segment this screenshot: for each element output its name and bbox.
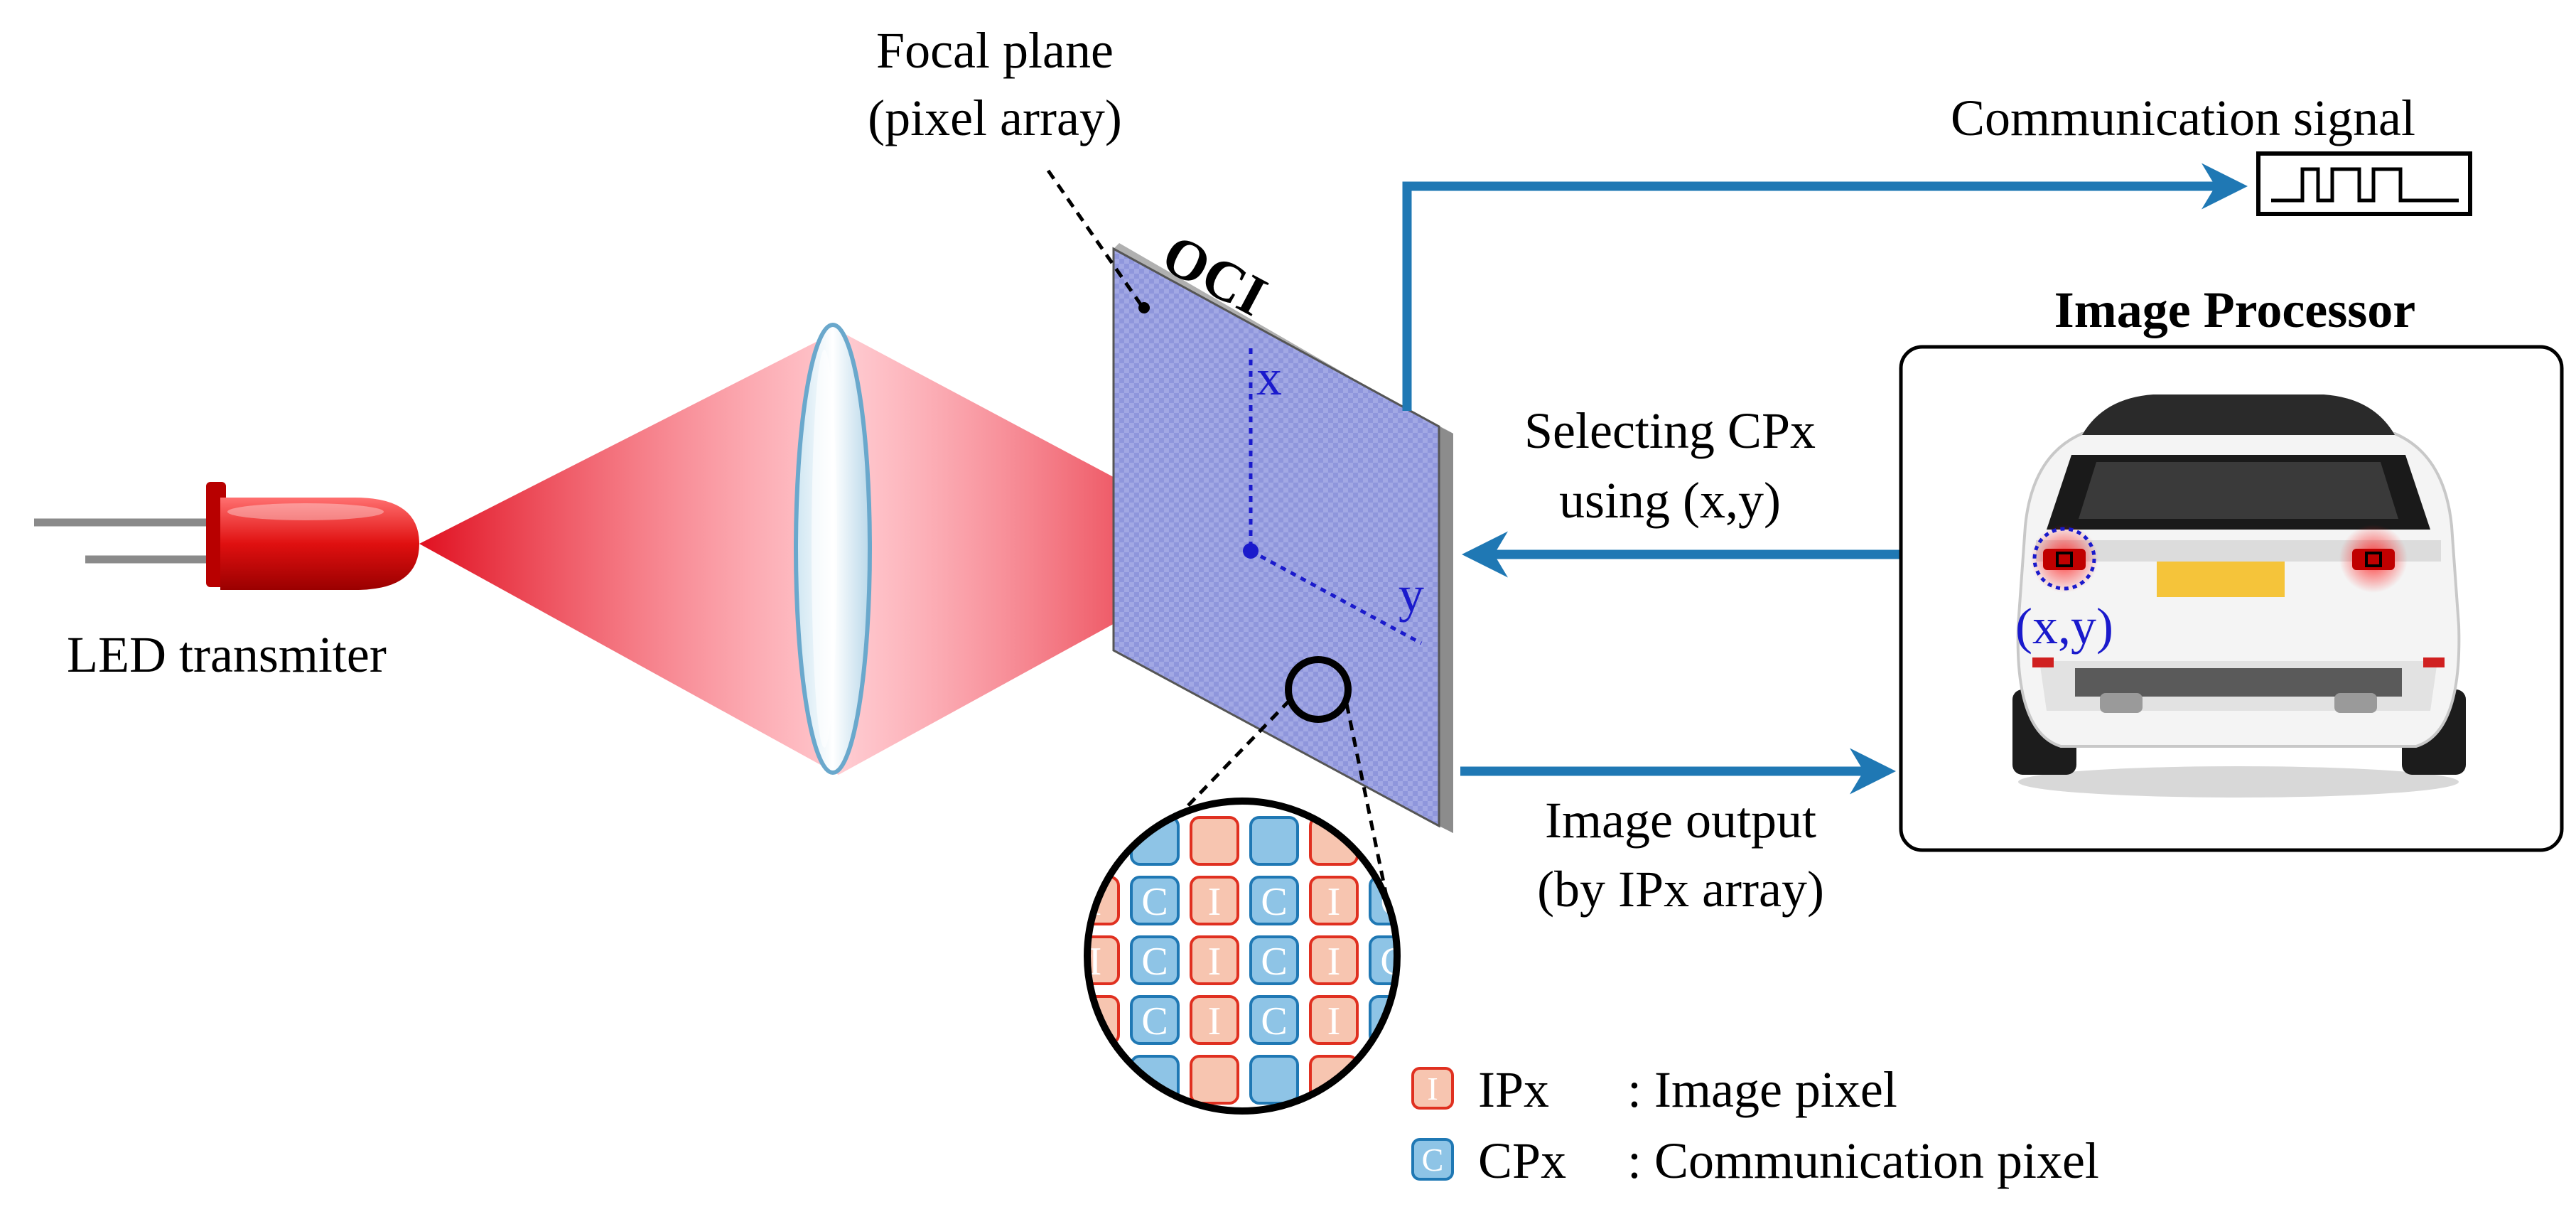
cpx-cell-glyph: C (1141, 940, 1168, 984)
communication-signal-label: Communication signal (1951, 90, 2415, 146)
led-icon (34, 482, 419, 590)
selected-cpx-circle (2032, 527, 2096, 591)
ipx-cell (1087, 935, 1120, 985)
ipx-cell (1309, 935, 1359, 985)
cpx-cell (1249, 935, 1299, 985)
focal-plane-label-line1: Focal plane (876, 22, 1114, 79)
cpx-cell (1130, 995, 1180, 1045)
cpx-cell (1249, 1055, 1299, 1105)
magnifier-circle-icon: ICICICICICICICICIC (1072, 798, 1417, 1163)
magnify-leader-left (1093, 699, 1291, 904)
cpx-cell (1249, 876, 1299, 925)
legend-cpx-desc: : Communication pixel (1627, 1132, 2099, 1189)
legend-cpx-symbol: C (1422, 1142, 1444, 1178)
cpx-cell-glyph: C (1141, 880, 1168, 924)
ipx-cell-glyph: I (1327, 880, 1341, 924)
cpx-cell-glyph: C (1261, 880, 1287, 924)
led-transmitter-label: LED transmiter (67, 626, 387, 683)
cpx-cell-glyph: C (1261, 999, 1287, 1043)
cpx-cell (1130, 876, 1180, 925)
ipx-cell (1191, 1116, 1238, 1163)
communication-arrow (1402, 163, 2248, 411)
focal-plane-dot (1138, 302, 1150, 313)
focal-plane-leader (1046, 169, 1143, 306)
cpx-cell-glyph: C (1141, 999, 1168, 1043)
magnify-source-circle (1285, 656, 1352, 723)
magnify-leader-right (1344, 703, 1391, 911)
image-output-label-line1: Image output (1545, 792, 1816, 849)
square-wave-icon (2256, 151, 2472, 216)
ipx-cell (1190, 995, 1239, 1045)
legend: I IPx : Image pixel C CPx : Communicatio… (1411, 1061, 2099, 1189)
legend-item-ipx: I IPx : Image pixel (1411, 1061, 1897, 1118)
ipx-cell (1310, 1116, 1357, 1163)
lens-icon (794, 323, 872, 775)
cpx-cell (1370, 1116, 1417, 1163)
focal-plane-label-line2: (pixel array) (868, 90, 1122, 146)
cpx-cell (1131, 1116, 1178, 1163)
axis-x-label: x (1256, 349, 1282, 406)
axis-y-label: y (1399, 566, 1424, 623)
cpx-cell (1251, 1116, 1298, 1163)
cpx-cell (1130, 935, 1180, 985)
ipx-cell (1087, 1055, 1120, 1105)
ipx-cell-glyph: I (1327, 999, 1341, 1043)
ipx-cell-glyph: I (1208, 940, 1222, 984)
ipx-cell (1190, 935, 1239, 985)
light-beam-out (839, 331, 1249, 775)
ipx-cell (1190, 1055, 1239, 1105)
image-processor-title: Image Processor (2054, 281, 2416, 338)
legend-ipx-symbol: I (1427, 1070, 1438, 1107)
image-output-label-line2: (by IPx array) (1537, 861, 1824, 918)
legend-ipx-abbr: IPx (1478, 1061, 1549, 1118)
cpx-cell-glyph: C (1261, 940, 1287, 984)
ipx-cell-glyph: I (1089, 940, 1102, 984)
legend-item-cpx: C CPx : Communication pixel (1411, 1132, 2099, 1189)
ipx-cell (1087, 816, 1120, 866)
focus-point (1243, 543, 1259, 559)
legend-ipx-desc: : Image pixel (1627, 1061, 1897, 1118)
legend-cpx-abbr: CPx (1478, 1132, 1566, 1189)
ipx-cell (1190, 876, 1239, 925)
y-guide-line (1249, 549, 1423, 645)
selecting-cpx-label-line1: Selecting CPx (1524, 402, 1816, 459)
light-beam-in (419, 331, 839, 775)
sensor-plane-icon (1112, 243, 1453, 833)
ipx-cell (1190, 816, 1239, 866)
car-icon (2012, 394, 2466, 798)
ipx-cell-glyph: I (1208, 880, 1222, 924)
cpx-cell (1249, 995, 1299, 1045)
cpx-cell (1249, 816, 1299, 866)
cpx-cell (1369, 1055, 1397, 1105)
ipx-cell (1309, 876, 1359, 925)
ipx-cell (1309, 995, 1359, 1045)
selecting-cpx-label-line2: using (x,y) (1559, 472, 1781, 529)
ipx-cell-glyph: I (1208, 999, 1222, 1043)
xy-marker-label: (x,y) (2015, 598, 2113, 655)
ipx-cell-glyph: I (1327, 940, 1341, 984)
ipx-cell (1072, 1116, 1119, 1163)
